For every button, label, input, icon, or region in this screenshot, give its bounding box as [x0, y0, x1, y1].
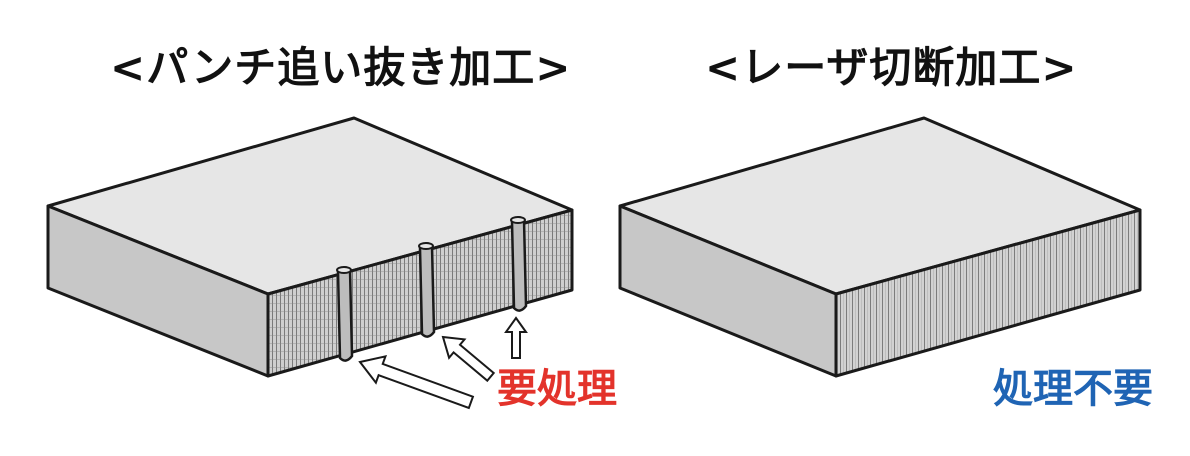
arrow-icon — [358, 354, 475, 410]
laser-process-title: <レーザ切断加工> — [705, 43, 1078, 92]
punch-notch — [510, 216, 528, 312]
arrow-icon — [504, 316, 528, 359]
laser-block-cut-edge — [834, 208, 1142, 378]
punched-block — [46, 116, 574, 378]
punch-process-title: <パンチ追い抜き加工> — [110, 43, 572, 92]
arrow-icon — [441, 335, 496, 383]
punch-notch — [336, 266, 354, 362]
processing-required-label: 要処理 — [497, 366, 617, 412]
no-processing-label: 処理不要 — [993, 366, 1153, 412]
laser-cut-block — [618, 116, 1142, 378]
punch-notch — [418, 242, 436, 338]
